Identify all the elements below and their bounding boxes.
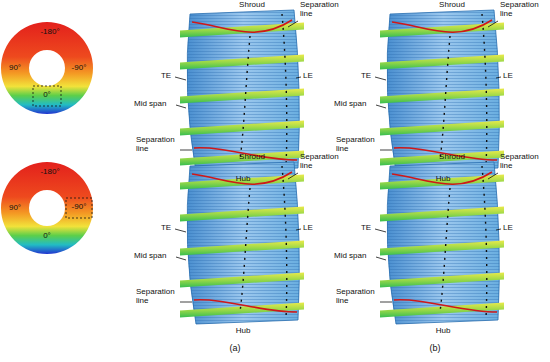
region-label: Separation line xyxy=(136,136,180,154)
angle-label: -180° xyxy=(30,28,70,37)
region-label: Separation line xyxy=(500,1,544,19)
ring-contour xyxy=(1,22,93,114)
region-label: Shroud xyxy=(432,1,472,10)
region-label: Hub xyxy=(228,327,258,336)
dashed-box xyxy=(33,86,61,106)
span-label: Mid span xyxy=(134,252,178,261)
span-label: Mid span xyxy=(334,252,378,261)
angle-label: 0° xyxy=(33,91,61,100)
angle-label: 0° xyxy=(33,232,61,241)
edge-label: TE xyxy=(158,224,174,233)
region-label: Shroud xyxy=(432,153,472,162)
span-label: Mid span xyxy=(334,100,378,109)
panel-label: (b) xyxy=(415,344,455,354)
region-label: Hub xyxy=(428,327,458,336)
angle-label: 90° xyxy=(4,64,26,73)
edge-label: TE xyxy=(358,224,374,233)
edge-label: TE xyxy=(358,72,374,81)
region-label: Separation line xyxy=(136,288,180,306)
region-label: Shroud xyxy=(232,1,272,10)
span-label: Mid span xyxy=(134,100,178,109)
angle-label: -90° xyxy=(66,203,92,212)
ring-contour xyxy=(1,162,93,254)
region-label: Separation line xyxy=(336,288,380,306)
region-label: Hub xyxy=(428,175,458,184)
region-label: Separation line xyxy=(336,136,380,154)
blade-surface xyxy=(175,10,304,172)
edge-label: LE xyxy=(503,224,517,233)
edge-label: TE xyxy=(158,72,174,81)
angle-label: -180° xyxy=(30,168,70,177)
blade-surface xyxy=(375,10,504,172)
region-label: Separation line xyxy=(500,153,544,171)
panel-label: (a) xyxy=(215,344,255,354)
blade-surface xyxy=(175,162,304,324)
region-label: Hub xyxy=(228,175,258,184)
edge-label: LE xyxy=(503,72,517,81)
angle-label: -90° xyxy=(66,64,92,73)
region-label: Separation line xyxy=(300,1,344,19)
edge-label: LE xyxy=(303,224,317,233)
edge-label: LE xyxy=(303,72,317,81)
region-label: Separation line xyxy=(300,153,344,171)
region-label: Shroud xyxy=(232,153,272,162)
angle-label: 90° xyxy=(4,204,26,213)
blade-surface xyxy=(375,162,504,324)
dashed-box xyxy=(66,198,92,218)
